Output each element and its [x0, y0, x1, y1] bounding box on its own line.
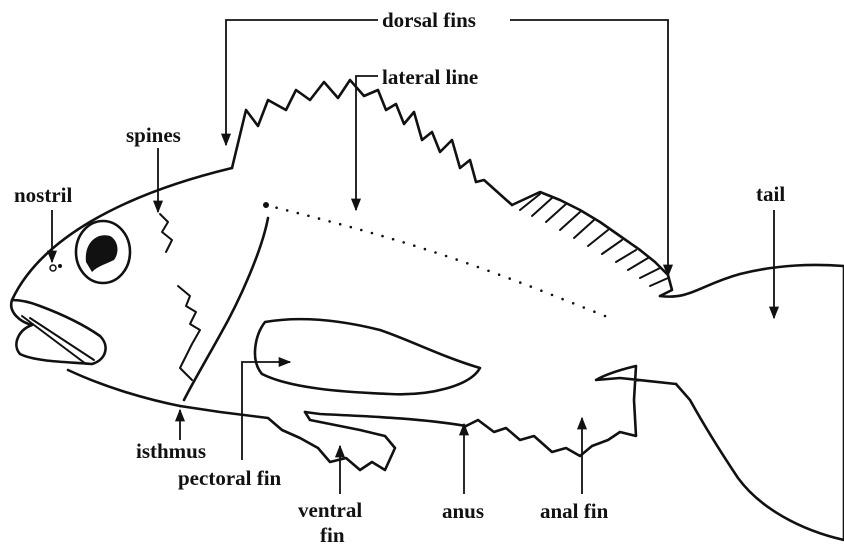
lateral-line-dot	[508, 277, 511, 280]
fish-outline	[11, 80, 844, 540]
lateral-line-dot	[519, 281, 522, 284]
label-ventral-fin-line1: ventral	[298, 498, 362, 522]
lateral-line-dot	[350, 226, 353, 229]
lateral-line-dot	[561, 298, 564, 301]
gill-cover	[184, 218, 268, 400]
lateral-line-dot	[328, 220, 331, 223]
lateral-line-dot	[593, 310, 596, 313]
spiny-dorsal-fin	[232, 80, 512, 205]
dorsal-fin-rays	[520, 194, 668, 286]
lateral-line-dot	[540, 289, 543, 292]
lateral-line-dot	[318, 217, 321, 220]
lateral-line-dot	[604, 315, 607, 318]
lateral-line-dot	[307, 215, 310, 218]
lateral-line-dot	[530, 285, 533, 288]
mouth	[11, 300, 105, 364]
lateral-line-dot	[498, 273, 501, 276]
lateral-line-dot	[583, 306, 586, 309]
label-spines: spines	[126, 123, 181, 147]
leader-lines	[52, 20, 774, 494]
label-lateral-line: lateral line	[382, 65, 478, 89]
lateral-line-dots	[263, 202, 606, 317]
lateral-line-dot	[392, 238, 395, 241]
lateral-line-dot	[424, 248, 427, 251]
lateral-line-dot	[487, 270, 490, 273]
lateral-line-dot	[297, 212, 300, 215]
lateral-line-dot	[381, 235, 384, 238]
lateral-line-dot	[466, 262, 469, 265]
lateral-line-dot	[275, 206, 278, 209]
lateral-line-dot	[413, 244, 416, 247]
label-ventral-fin-line2: fin	[320, 523, 345, 547]
label-anus: anus	[442, 499, 484, 523]
label-anal-fin: anal fin	[540, 499, 609, 523]
lateral-line-dot	[477, 266, 480, 269]
label-isthmus: isthmus	[136, 439, 206, 463]
nostril-mark	[50, 265, 56, 271]
label-tail: tail	[756, 182, 785, 206]
lateral-line-dot	[455, 258, 458, 261]
lateral-line-dot	[263, 202, 269, 208]
lateral-line-dot	[402, 241, 405, 244]
lateral-line-dot	[360, 229, 363, 232]
pectoral-fin-outline	[255, 319, 480, 394]
lateral-line-dot	[445, 255, 448, 258]
lateral-line-dot	[551, 294, 554, 297]
lateral-line-dot	[339, 223, 342, 226]
label-dorsal-fins: dorsal fins	[382, 8, 476, 32]
lateral-line-dot	[286, 209, 289, 212]
lateral-line-dot	[434, 251, 437, 254]
anal-fin-outline	[466, 366, 676, 456]
tail-fin	[660, 265, 844, 540]
label-nostril: nostril	[14, 183, 73, 207]
label-pectoral-fin: pectoral fin	[178, 466, 282, 490]
lateral-line-dot	[371, 232, 374, 235]
lateral-line-dot	[572, 302, 575, 305]
